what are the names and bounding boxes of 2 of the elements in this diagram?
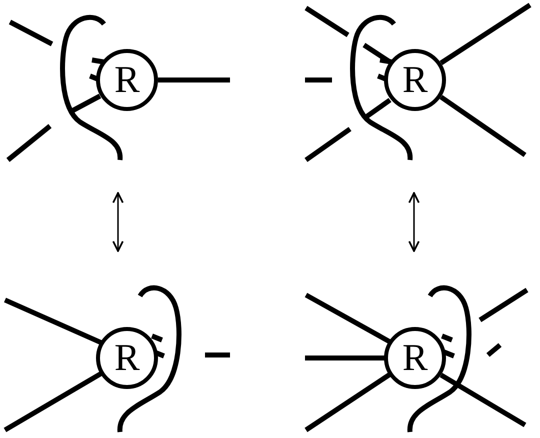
double-arrow: [408, 192, 420, 252]
double-arrow: [112, 192, 124, 252]
